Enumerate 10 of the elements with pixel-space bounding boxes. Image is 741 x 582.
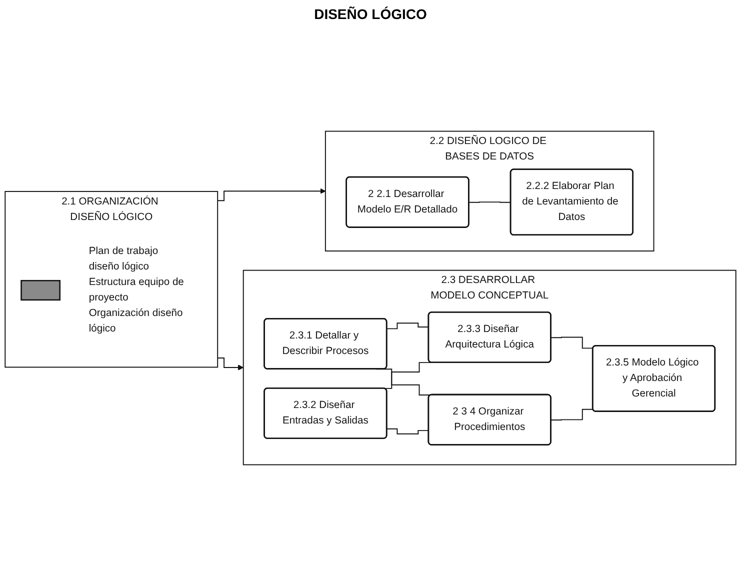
node-text: Plan de trabajo diseño lógico Estructura equipo de proyecto Organización diseño lógico <box>88 246 184 334</box>
connector <box>550 408 594 420</box>
arrow <box>217 358 244 370</box>
arrow <box>217 188 326 202</box>
connector <box>386 428 430 434</box>
node-box <box>20 280 61 301</box>
connector <box>468 202 512 203</box>
diagram-title: DISEÑO LÓGICO <box>313 6 428 22</box>
connector <box>386 322 430 330</box>
connector <box>550 336 594 349</box>
